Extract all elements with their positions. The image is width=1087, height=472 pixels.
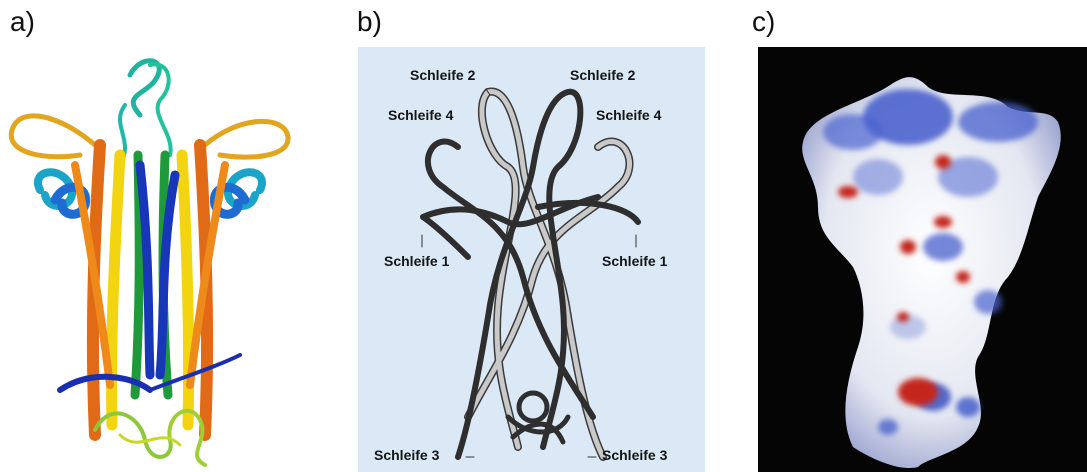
loop3-left-label: Schleife 3 <box>374 447 439 463</box>
loop1-left-label: Schleife 1 <box>384 253 449 269</box>
loop3-right-label: Schleife 3 <box>602 447 667 463</box>
loop4-right-label: Schleife 4 <box>596 107 661 123</box>
ribbon-structure-image <box>0 45 300 472</box>
loop4-left-label: Schleife 4 <box>388 107 453 123</box>
loop2-left-label: Schleife 2 <box>410 67 475 83</box>
loop-schematic-diagram: Schleife 2 Schleife 2 Schleife 4 Schleif… <box>358 47 705 472</box>
panel-c-letter: c) <box>752 6 775 38</box>
panel-b-letter: b) <box>357 6 382 38</box>
panel-a-letter: a) <box>10 6 35 38</box>
electrostatic-surface-image <box>758 47 1087 472</box>
loop2-right-label: Schleife 2 <box>570 67 635 83</box>
loop1-right-label: Schleife 1 <box>602 253 667 269</box>
